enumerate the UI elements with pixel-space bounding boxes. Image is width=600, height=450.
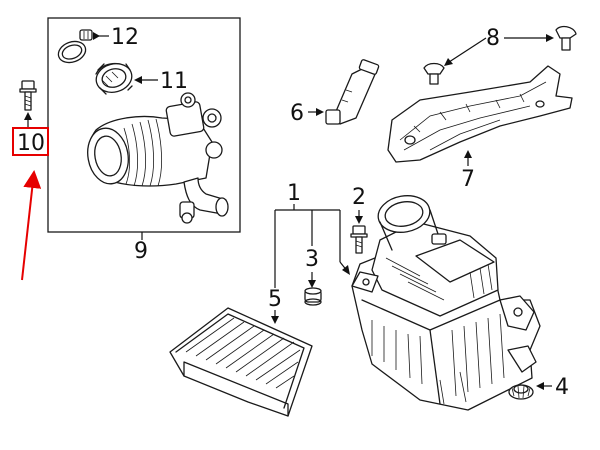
callout-1: 1: [287, 181, 301, 206]
push-pin-8a[interactable]: [423, 62, 445, 85]
hose-clamp-12[interactable]: [55, 29, 93, 66]
bolt-2[interactable]: [350, 225, 368, 254]
intake-seal-11[interactable]: [93, 60, 135, 96]
air-filter-5[interactable]: [169, 307, 313, 417]
callout-5: 5: [268, 287, 282, 312]
push-pin-8b[interactable]: [555, 25, 577, 51]
callout-9: 9: [134, 239, 148, 264]
air-guide-7[interactable]: [387, 65, 573, 163]
bolt-10[interactable]: [19, 80, 37, 111]
callout-2: 2: [352, 185, 366, 210]
callout-7: 7: [461, 167, 475, 192]
intake-duct-9[interactable]: [83, 92, 229, 224]
airflow-sensor-6[interactable]: [325, 59, 380, 125]
grommet-4[interactable]: [508, 384, 534, 400]
grommet-3[interactable]: [304, 287, 322, 306]
callout-6: 6: [290, 101, 304, 126]
callout-3: 3: [305, 247, 319, 272]
callout-8: 8: [486, 26, 500, 51]
callout-4: 4: [555, 375, 569, 400]
highlight-box-10: [12, 127, 49, 156]
callout-11: 11: [160, 69, 188, 94]
highlight-arrow: [21, 170, 42, 281]
callout-10: 10: [17, 131, 45, 156]
inset-frame: [47, 17, 241, 233]
air-cleaner-housing[interactable]: [351, 192, 541, 411]
callout-12: 12: [111, 25, 139, 50]
